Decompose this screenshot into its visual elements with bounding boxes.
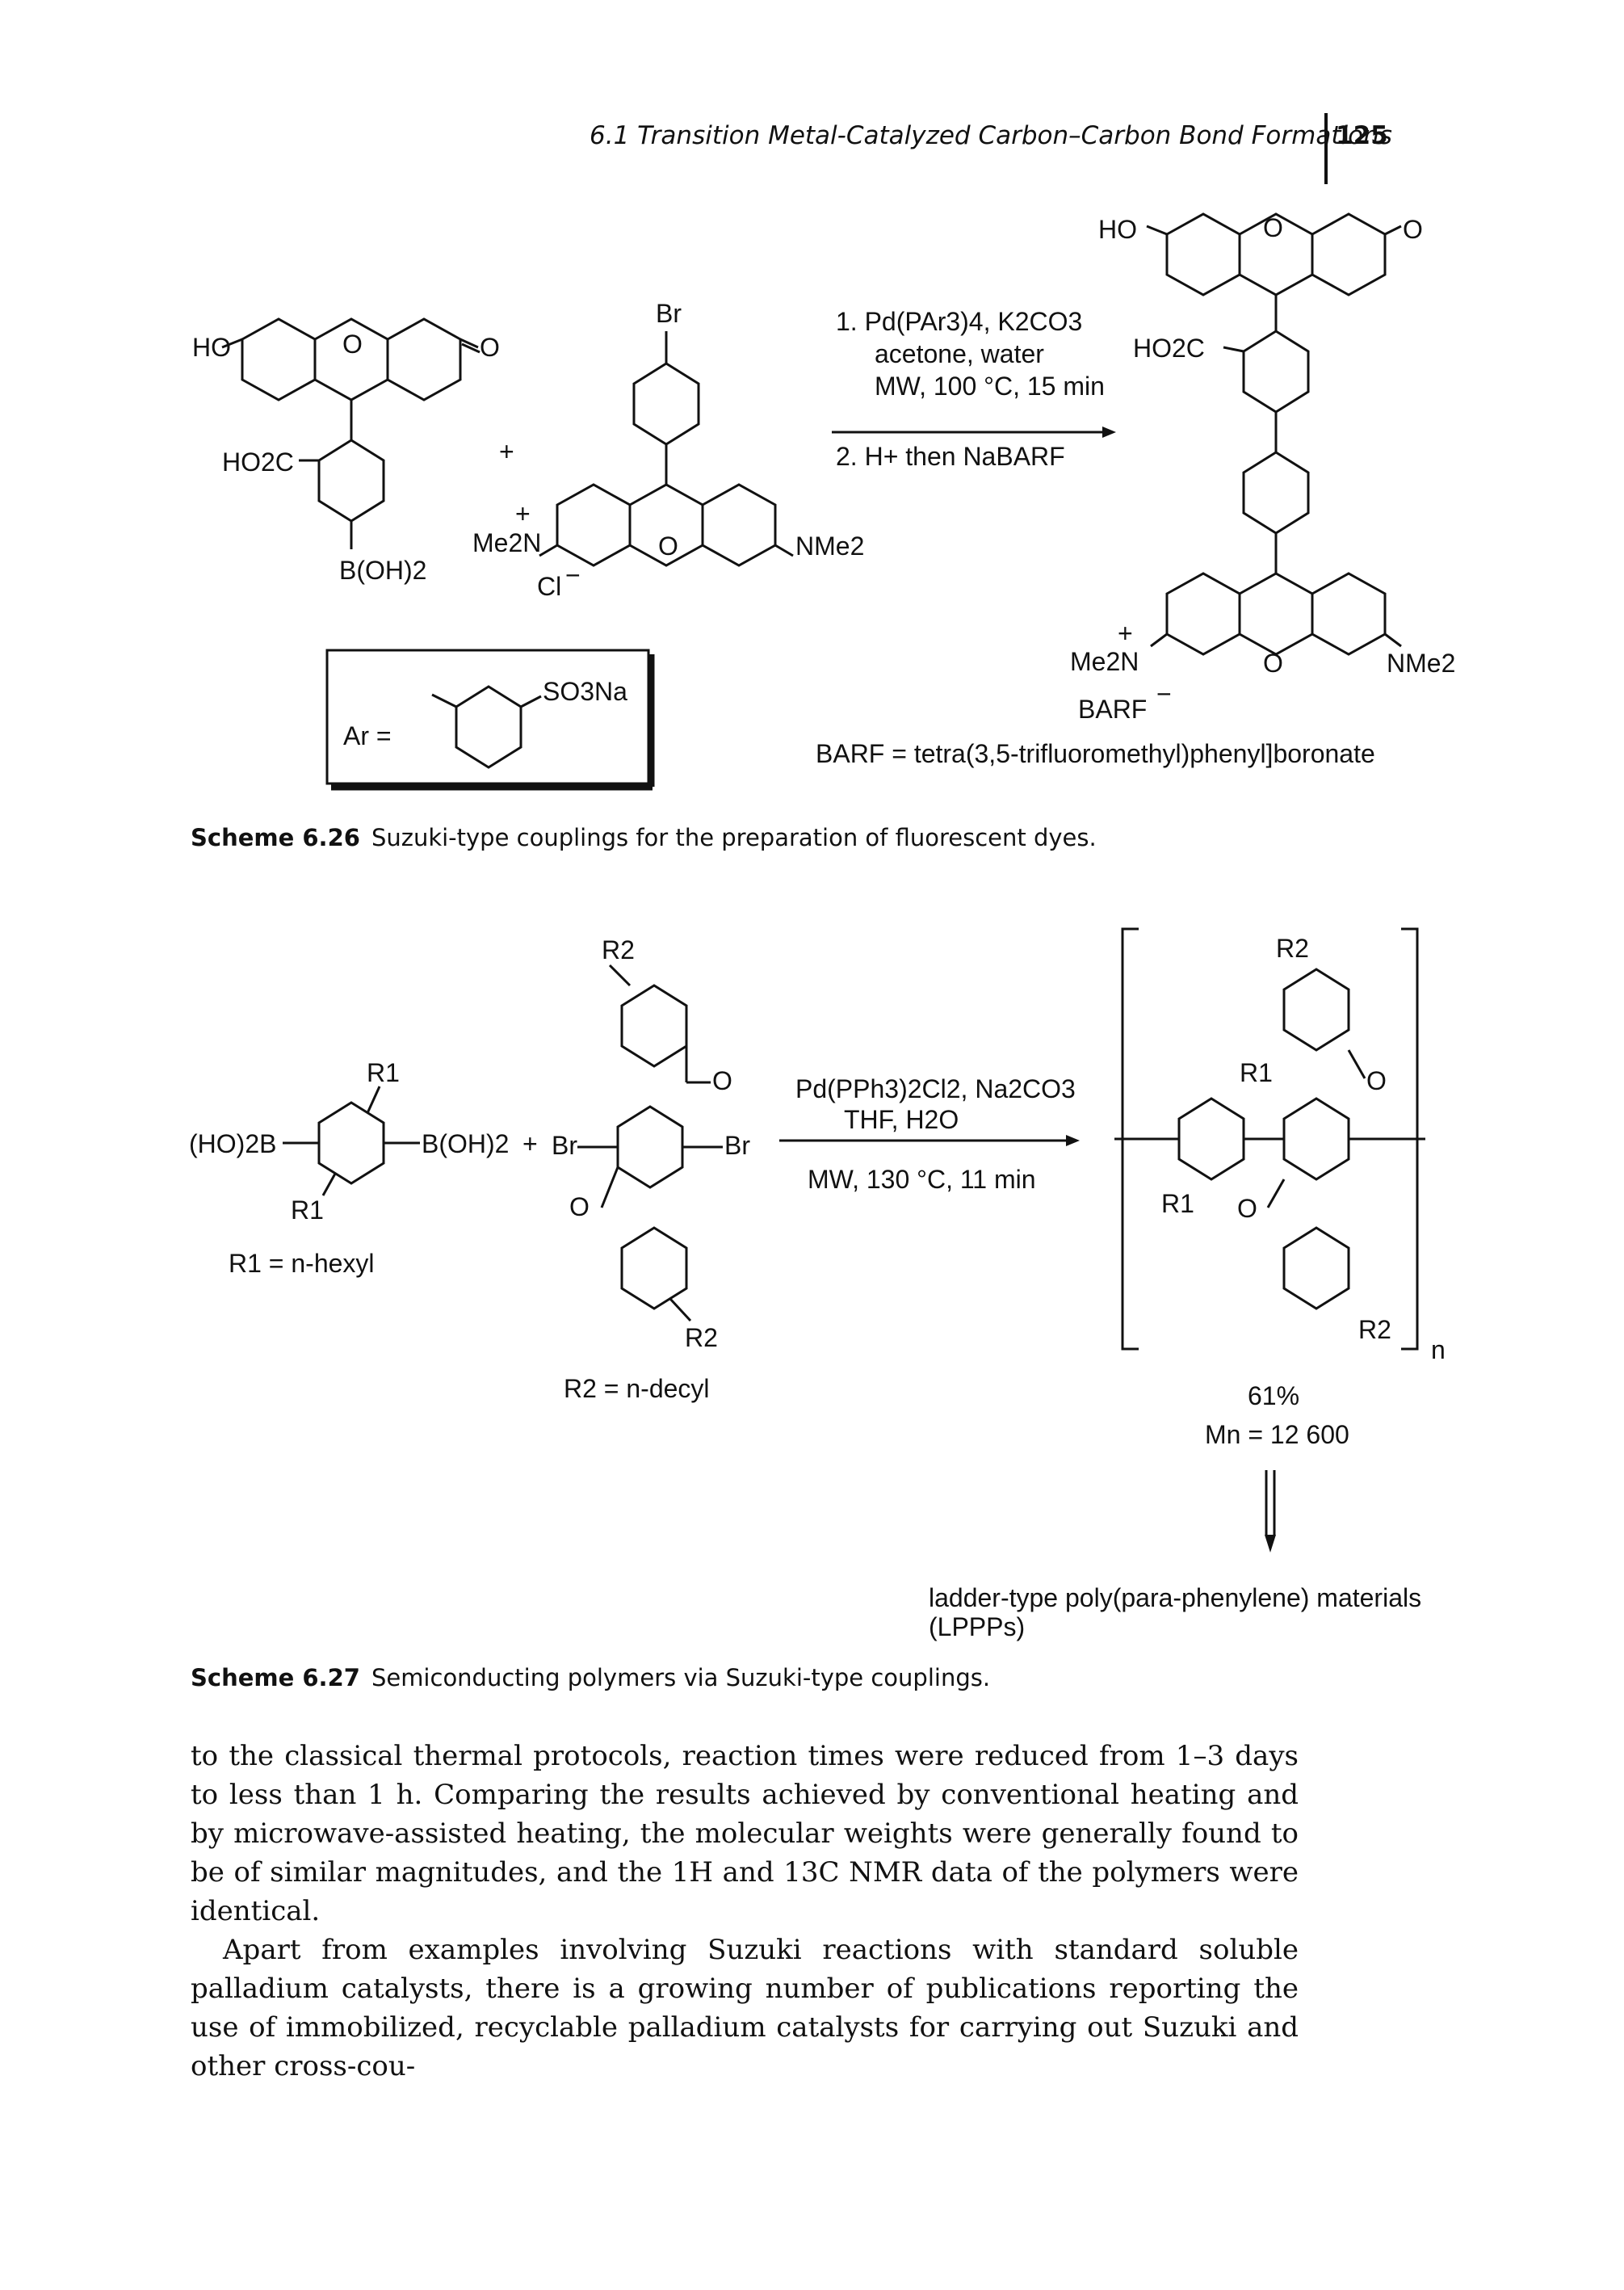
dye-product-structure bbox=[1146, 212, 1402, 656]
r2-br-label: Br bbox=[656, 299, 682, 328]
m2-ketone-o-top-label: O bbox=[712, 1066, 732, 1095]
ar-so3na-label: SO3Na bbox=[543, 677, 627, 706]
product-ring-o2-label: O bbox=[1263, 649, 1283, 678]
fluorescein-boronic-acid-structure bbox=[221, 317, 480, 549]
m2-r2-bottom-label: R2 bbox=[685, 1323, 718, 1352]
r1-ketone-o-label: O bbox=[480, 333, 500, 362]
scheme-626-caption: Scheme 6.26 Suzuki-type couplings for the… bbox=[191, 824, 1097, 851]
m2-br-right-label: Br bbox=[724, 1131, 750, 1160]
body-text: to the classical thermal protocols, reac… bbox=[191, 1737, 1299, 2086]
r2-nme2-label: NMe2 bbox=[795, 532, 865, 561]
product-ketone-o-label: O bbox=[1403, 215, 1423, 244]
m1-r1-top-label: R1 bbox=[367, 1058, 400, 1087]
body-paragraph-1: to the classical thermal protocols, reac… bbox=[191, 1740, 1299, 1927]
condition-627-catalyst: Pd(PPh3)2Cl2, Na2CO3 bbox=[795, 1074, 1076, 1103]
product-ring-o-label: O bbox=[1263, 213, 1283, 242]
poly-r2-bottom-label: R2 bbox=[1358, 1315, 1391, 1344]
arrowhead-626 bbox=[1102, 426, 1116, 438]
condition-627-mw: MW, 130 °C, 11 min bbox=[808, 1165, 1036, 1194]
poly-r1-sub-label: R1 bbox=[1161, 1189, 1194, 1218]
scheme-626-caption-text: Suzuki-type couplings for the preparatio… bbox=[371, 824, 1097, 851]
condition-step1-solvent: acetone, water bbox=[875, 339, 1044, 368]
poly-ketone-o-bottom-label: O bbox=[1237, 1194, 1257, 1223]
r1-ring-o-label: O bbox=[342, 330, 363, 359]
scheme-627-caption-text: Semiconducting polymers via Suzuki-type … bbox=[371, 1664, 991, 1691]
product-charge-plus: + bbox=[1118, 619, 1133, 648]
r2-me2n-label: Me2N bbox=[472, 528, 542, 557]
product-nme2-label: NMe2 bbox=[1387, 649, 1456, 678]
condition-step1-reagents: 1. Pd(PAr3)4, K2CO3 bbox=[836, 307, 1083, 336]
r2-chloride-charge: − bbox=[565, 561, 581, 590]
m1-right-boronic-label: B(OH)2 bbox=[422, 1129, 510, 1158]
r2-chloride-label: Cl bbox=[537, 572, 562, 601]
product-barf-charge: − bbox=[1156, 679, 1172, 708]
condition-627-solvent: THF, H2O bbox=[844, 1105, 959, 1134]
bromophenyl-rhodamine-structure bbox=[539, 331, 794, 567]
scheme-627-caption-label: Scheme 6.27 bbox=[191, 1664, 360, 1691]
page-number: 125 bbox=[1336, 121, 1388, 150]
polymer-mn: Mn = 12 600 bbox=[1205, 1420, 1349, 1449]
r2-ring-o-label: O bbox=[658, 532, 678, 561]
poly-r1-label: R1 bbox=[1240, 1058, 1273, 1087]
poly-ketone-o-top-label: O bbox=[1366, 1066, 1387, 1095]
polymer-repeat-n: n bbox=[1431, 1335, 1446, 1364]
barf-definition: BARF = tetra(3,5-trifluoromethyl)phenyl]… bbox=[816, 739, 1375, 768]
product-me2n-label: Me2N bbox=[1070, 647, 1139, 676]
r2-definition: R2 = n-decyl bbox=[564, 1374, 710, 1403]
poly-r2-top-label: R2 bbox=[1276, 934, 1309, 963]
scheme-626-caption-label: Scheme 6.26 bbox=[191, 824, 360, 851]
product-ho-label: HO bbox=[1098, 215, 1137, 244]
product-barf-label: BARF bbox=[1078, 695, 1148, 724]
aryl-ring bbox=[455, 685, 522, 769]
product-ho2c-label: HO2C bbox=[1133, 334, 1205, 363]
diboronic-acid-monomer-structure bbox=[283, 1086, 420, 1196]
polymer-yield: 61% bbox=[1248, 1381, 1300, 1410]
header-divider bbox=[1324, 113, 1328, 184]
condition-step1-mw: MW, 100 °C, 15 min bbox=[875, 372, 1105, 401]
body-paragraph-2: Apart from examples involving Suzuki rea… bbox=[191, 1934, 1299, 2082]
running-header-title: 6.1 Transition Metal-Catalyzed Carbon–Ca… bbox=[590, 121, 1392, 150]
r1-definition: R1 = n-hexyl bbox=[229, 1249, 375, 1278]
scheme-627-caption: Scheme 6.27 Semiconducting polymers via S… bbox=[191, 1664, 990, 1691]
lppp-product-label: ladder-type poly(para-phenylene) materia… bbox=[929, 1583, 1422, 1641]
r1-ho-label: HO bbox=[192, 333, 231, 362]
m1-left-boronic-label: (HO)2B bbox=[189, 1129, 277, 1158]
plus-sign-626: + bbox=[499, 437, 514, 466]
plus-sign-627: + bbox=[522, 1129, 538, 1158]
m2-r2-top-label: R2 bbox=[602, 935, 635, 964]
dibromo-diketone-monomer-structure bbox=[577, 964, 723, 1322]
polymer-repeat-unit-structure bbox=[1114, 968, 1425, 1310]
condition-step2: 2. H+ then NaBARF bbox=[836, 442, 1065, 471]
m2-ketone-o-bottom-label: O bbox=[569, 1192, 590, 1221]
r2-charge-plus: + bbox=[515, 499, 531, 528]
arrowhead-627 bbox=[1066, 1135, 1080, 1146]
m1-r1-bottom-label: R1 bbox=[291, 1195, 324, 1225]
r1-boronic-label: B(OH)2 bbox=[339, 556, 427, 585]
r1-ho2c-label: HO2C bbox=[222, 447, 294, 477]
m2-br-left-label: Br bbox=[552, 1131, 577, 1160]
ar-label: Ar = bbox=[343, 721, 392, 750]
scheme-626-structures bbox=[221, 212, 1402, 791]
